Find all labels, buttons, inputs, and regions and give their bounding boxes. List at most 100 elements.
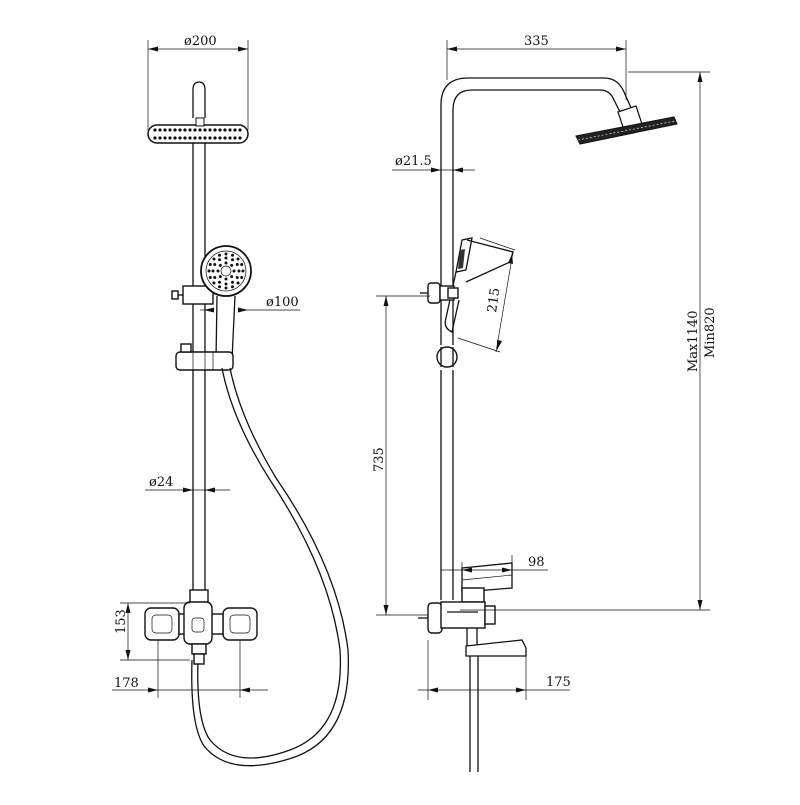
dim-spout-projection-label: 175 — [546, 675, 571, 690]
nozzle-dot — [163, 128, 167, 132]
nozzle-dot — [188, 136, 192, 140]
hand-nozzle-dot — [208, 262, 212, 266]
nozzle-dot — [208, 136, 212, 140]
dim-spout-projection: 175 — [418, 640, 571, 700]
mixer-body — [144, 589, 258, 665]
nozzle-dot — [158, 136, 162, 140]
nozzle-dot — [173, 128, 177, 132]
nozzle-dot — [198, 128, 202, 132]
hand-nozzle-dot — [216, 269, 220, 273]
hand-nozzle-dot — [231, 258, 234, 262]
nozzle-dot — [203, 136, 207, 140]
dim-head-diameter-label: ø200 — [184, 34, 217, 49]
dim-side-pipe-diameter-label: ø21.5 — [395, 154, 432, 169]
nozzle-dot — [168, 128, 172, 132]
nozzle-dot — [188, 128, 192, 132]
nozzle-dot — [173, 136, 177, 140]
hand-nozzle-dot — [208, 276, 212, 280]
dim-arm-length-label: 335 — [524, 34, 549, 49]
side-slider — [436, 346, 458, 368]
hand-nozzle-dot — [217, 285, 221, 289]
nozzle-dot — [238, 128, 242, 132]
hand-nozzle-dot — [230, 275, 234, 279]
hand-nozzle-dot — [218, 258, 221, 262]
dim-handshower-diameter-label: ø100 — [266, 295, 299, 310]
hand-nozzle-dot — [240, 276, 244, 280]
slider-holder — [175, 343, 234, 371]
nozzle-dot — [218, 136, 222, 140]
side-view: 335 ø21.5 — [372, 34, 718, 772]
nozzle-dot — [233, 128, 237, 132]
hand-nozzle-dot — [231, 285, 235, 289]
hand-nozzle-dot — [213, 263, 217, 266]
hand-nozzle-dot — [218, 275, 222, 279]
hand-nozzle-dot — [211, 269, 215, 273]
side-mixer — [418, 562, 527, 772]
upper-bracket — [171, 285, 214, 305]
hand-nozzle-dot — [240, 262, 244, 266]
nozzle-dot — [158, 128, 162, 132]
hand-nozzle-dot — [241, 269, 245, 273]
nozzle-dot — [223, 128, 227, 132]
nozzle-dot — [193, 128, 197, 132]
hand-nozzle-dot — [237, 269, 241, 273]
nozzle-dot — [163, 136, 167, 140]
hand-nozzle-dot — [224, 261, 228, 265]
hand-nozzle-dot — [207, 269, 211, 273]
nozzle-dot — [213, 136, 217, 140]
hand-nozzle-dot — [218, 263, 222, 267]
nozzle-dot — [193, 136, 197, 140]
dim-side-handshower-length-label: 215 — [485, 287, 503, 314]
dim-head-diameter: ø200 — [147, 34, 249, 130]
dim-mixer-height-label: 153 — [114, 609, 129, 634]
front-view: ø200 — [112, 34, 350, 767]
dim-side-handshower-length: 215 — [457, 237, 516, 353]
nozzle-dot — [218, 128, 222, 132]
dim-spout-top: 98 — [441, 555, 548, 580]
dim-holder-height: 735 — [372, 295, 430, 616]
hand-nozzle-dot — [224, 252, 228, 256]
hand-shower-head — [200, 245, 252, 369]
dim-handshower-diameter: ø100 — [200, 295, 300, 313]
nozzle-dot — [208, 128, 212, 132]
hand-nozzle-dot — [218, 280, 221, 284]
nozzle-dot — [178, 128, 182, 132]
nozzle-dot — [198, 136, 202, 140]
hand-nozzle-dot — [231, 280, 234, 284]
nozzle-dot — [238, 136, 242, 140]
hand-nozzle-dot — [231, 253, 235, 257]
dim-mixer-width-label: 178 — [114, 676, 139, 691]
hand-nozzle-dot — [212, 281, 216, 285]
hand-nozzle-dot — [230, 263, 234, 267]
nozzle-dot — [213, 128, 217, 132]
hand-nozzle-dot — [224, 282, 228, 286]
nozzle-dot — [178, 136, 182, 140]
nozzle-dot — [203, 128, 207, 132]
side-riser-arm — [440, 77, 633, 600]
side-rain-head — [575, 105, 678, 145]
hand-nozzle-dot — [217, 253, 221, 257]
nozzle-dot — [228, 136, 232, 140]
nozzle-dot — [183, 136, 187, 140]
nozzle-dot — [233, 136, 237, 140]
dim-pipe-diameter-label: ø24 — [149, 475, 173, 490]
hand-nozzle-dot — [232, 269, 236, 273]
hand-nozzle-dot — [213, 276, 217, 279]
nozzle-dot — [228, 128, 232, 132]
nozzle-dot — [153, 136, 157, 140]
nozzle-dot — [223, 136, 227, 140]
hand-nozzle-dot — [224, 256, 228, 260]
dim-mixer-height: 153 — [114, 602, 190, 661]
hand-nozzle-dot — [236, 257, 240, 261]
dim-height-max-label: Max1140 — [686, 311, 701, 372]
dim-side-pipe-diameter: ø21.5 — [392, 154, 475, 173]
dim-height-min-label: Min820 — [703, 307, 718, 358]
shower-hose — [191, 367, 350, 767]
hand-nozzle-dot — [224, 286, 228, 290]
nozzle-dot — [153, 128, 157, 132]
side-upper-bracket — [420, 282, 459, 304]
side-hand-shower — [444, 237, 514, 333]
dim-pipe-diameter: ø24 — [145, 475, 230, 493]
dim-arm-length: 335 — [446, 34, 627, 100]
